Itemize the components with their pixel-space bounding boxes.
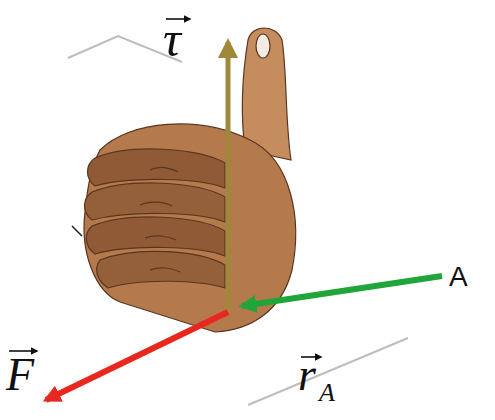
background-plane bbox=[68, 36, 408, 405]
background-tick bbox=[72, 226, 82, 236]
position-vector bbox=[242, 276, 442, 306]
point-label: A bbox=[449, 263, 468, 291]
vector-symbol: τ bbox=[163, 14, 181, 64]
torque-vector bbox=[226, 42, 231, 314]
subscript: A bbox=[319, 380, 335, 406]
vector-symbol: r bbox=[298, 352, 316, 398]
vector-symbol: F bbox=[6, 352, 34, 398]
hand bbox=[84, 28, 296, 332]
force-vector bbox=[46, 312, 228, 400]
